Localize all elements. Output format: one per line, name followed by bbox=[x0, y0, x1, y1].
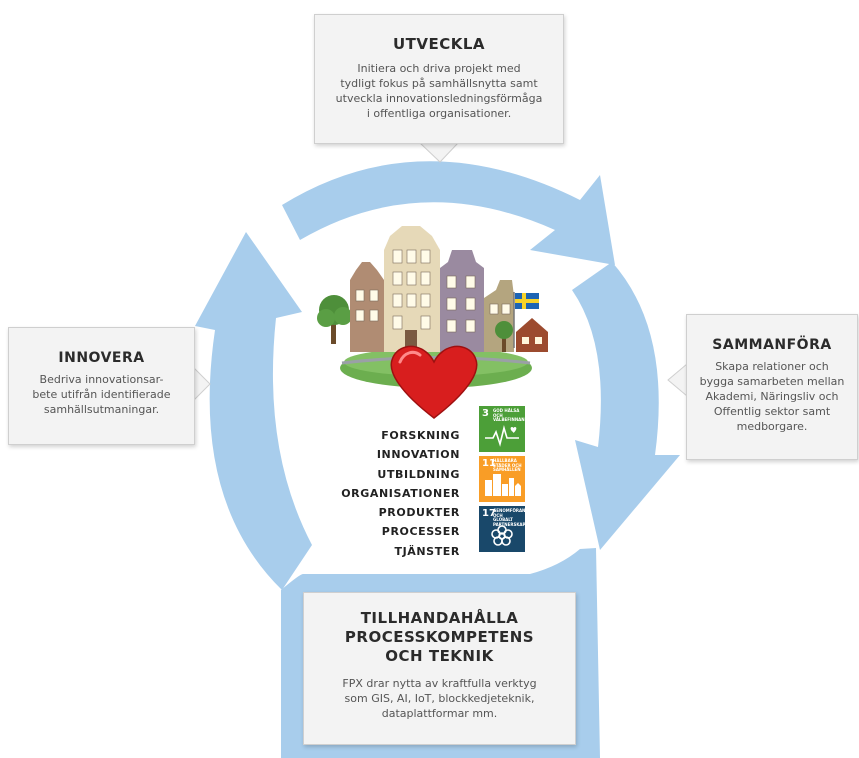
word-tjanster: TJÄNSTER bbox=[394, 544, 460, 558]
callout-description: FPX drar nytta av kraftfulla verktyg som… bbox=[342, 677, 537, 720]
callout-pointers bbox=[193, 142, 688, 401]
town-houses bbox=[350, 226, 514, 352]
sdg-badge-3: 3 God hälsa och välbefinnande bbox=[479, 406, 525, 452]
heartbeat-icon bbox=[485, 424, 519, 447]
word-innovation: INNOVATION bbox=[376, 448, 460, 462]
word-utbildning: UTBILDNING bbox=[377, 467, 460, 481]
callout-tillhandahalla: TILLHANDAHÅLLA PROCESSKOMPETENS OCH TEKN… bbox=[303, 592, 576, 745]
pointer-utveckla bbox=[419, 142, 459, 163]
word-processer: PROCESSER bbox=[381, 525, 460, 539]
callout-description: Skapa relationer och bygga samarbeten me… bbox=[699, 360, 845, 433]
callout-title: SAMMANFÖRA bbox=[712, 337, 832, 353]
pointer-innovera bbox=[193, 367, 211, 401]
swedish-flag bbox=[513, 292, 539, 348]
heart-icon bbox=[390, 345, 478, 419]
sdg-badge-label: God hälsa och välbefinnande bbox=[493, 408, 525, 422]
callout-sammanfora: SAMMANFÖRA Skapa relationer och bygga sa… bbox=[686, 314, 858, 460]
center-word-list: FORSKNING INNOVATION UTBILDNING ORGANISA… bbox=[326, 426, 460, 561]
sdg-badge-label: Genomförande och globalt partnerskap bbox=[493, 508, 525, 527]
tree-left bbox=[317, 295, 352, 344]
word-forskning: FORSKNING bbox=[381, 429, 460, 442]
pointer-sammanfora bbox=[667, 363, 688, 397]
sdg-badge-11: 11 Hållbara städer och samhällen bbox=[479, 456, 525, 502]
sdg-badge-number: 17 bbox=[482, 508, 496, 519]
callout-utveckla: UTVECKLA Initiera och driva projekt med … bbox=[314, 14, 564, 144]
flower-icon bbox=[491, 525, 513, 546]
sdg-badge-number: 11 bbox=[482, 458, 496, 469]
sdg-badge-label: Hållbara städer och samhällen bbox=[493, 458, 522, 472]
word-produkter: PRODUKTER bbox=[378, 506, 460, 520]
callout-title: TILLHANDAHÅLLA PROCESSKOMPETENS OCH TEKN… bbox=[344, 609, 535, 665]
sdg-badge-number: 3 bbox=[482, 408, 489, 419]
city-icon bbox=[485, 474, 521, 496]
callout-description: Bedriva innovationsar- bete utifrån iden… bbox=[32, 373, 171, 416]
small-house bbox=[516, 318, 548, 352]
cycle-arrow-top bbox=[282, 161, 615, 265]
callout-innovera: INNOVERA Bedriva innovationsar- bete uti… bbox=[8, 327, 195, 445]
callout-title: UTVECKLA bbox=[392, 35, 486, 53]
callout-description: Initiera och driva projekt med tydligt f… bbox=[335, 62, 543, 120]
cycle-arrow-right bbox=[572, 262, 680, 550]
cycle-arrow-left bbox=[195, 232, 312, 590]
town-illustration bbox=[317, 226, 548, 419]
tree-right bbox=[495, 321, 513, 352]
callout-title: INNOVERA bbox=[58, 350, 145, 366]
sdg-badge-17: 17 Genomförande och globalt partnerskap bbox=[479, 506, 525, 552]
word-organisationer: ORGANISATIONER bbox=[341, 486, 460, 500]
